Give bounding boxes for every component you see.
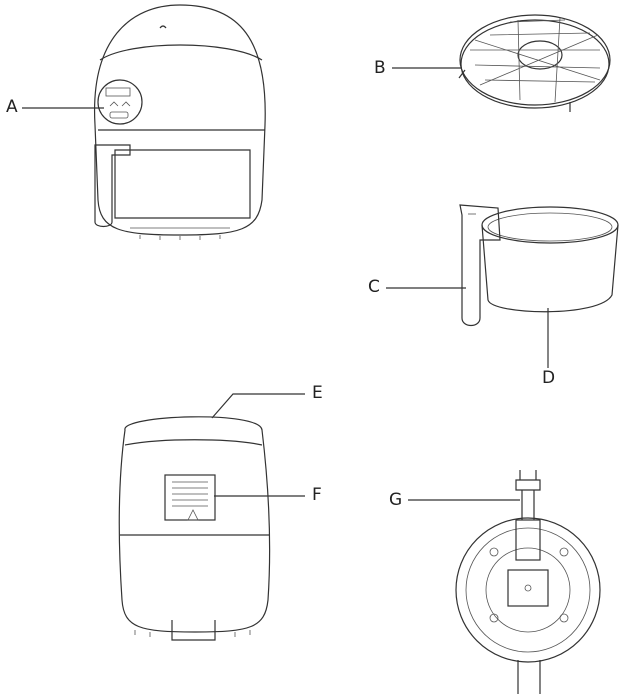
label-e: E [312, 383, 323, 403]
label-g: G [389, 490, 403, 510]
air-fryer-back-view [118, 416, 271, 641]
fryer-basket [459, 204, 619, 327]
air-fryer-bottom-view [455, 470, 601, 694]
crisper-plate [458, 14, 611, 112]
label-b: B [374, 58, 386, 78]
label-c: C [368, 277, 380, 297]
label-a: A [6, 97, 18, 117]
label-d: D [542, 368, 556, 388]
leader-line-e [211, 393, 305, 419]
label-f: F [312, 485, 322, 505]
air-fryer-front-view [94, 4, 266, 240]
